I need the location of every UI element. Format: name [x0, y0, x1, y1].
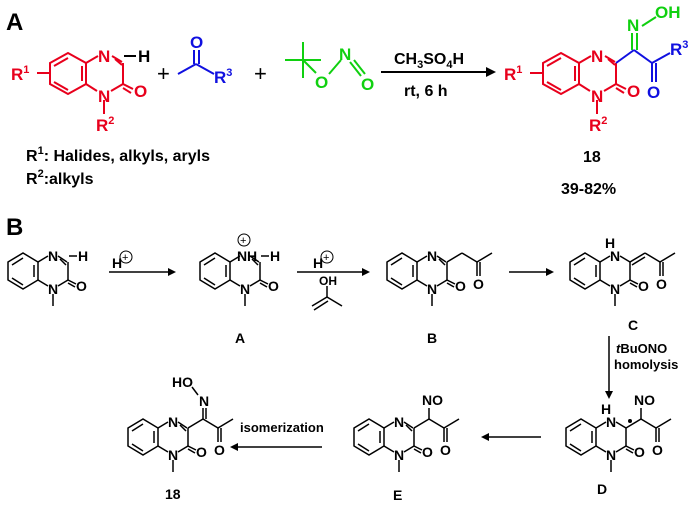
start-atom-n-bottom: N [48, 281, 58, 297]
reagent-text: CH3SO4H [394, 51, 464, 71]
substituent-r3: R3 [214, 67, 232, 87]
panel-b-label: B [6, 214, 23, 241]
arrow1-charge: + [122, 252, 128, 264]
int-b-atom-o: O [455, 278, 466, 294]
product-atom-o: O [627, 82, 640, 101]
int-b-label: B [427, 330, 437, 346]
int-e-atom-n-top: N [394, 414, 404, 430]
product-atom-n-top: N [591, 47, 603, 66]
product-atom-o-b: O [196, 444, 207, 460]
int-d-atom-o: O [634, 444, 645, 460]
product-ketone-oxygen: O [647, 83, 660, 102]
product-substituent-r2: R2 [589, 115, 607, 135]
start-atom-n-top: N [48, 248, 58, 264]
product-substituent-r1: R1 [504, 64, 522, 84]
int-c-atom-o: O [638, 278, 649, 294]
int-d-atom-n-top: N [606, 414, 616, 430]
nitrite-nitrogen: N [339, 45, 351, 64]
intermediate-e-structure [353, 408, 460, 472]
int-b-atom-n-top: N [427, 248, 437, 264]
enol-structure [311, 286, 343, 311]
int-a-atom-h: H [270, 248, 280, 264]
start-atom-o: O [76, 278, 87, 294]
int-d-atom-n-bottom: N [606, 447, 616, 463]
arrow2-charge: + [323, 252, 329, 264]
oxime-nitrogen: N [627, 16, 639, 35]
product-label-18: 18 [165, 486, 181, 502]
oxime-hydroxyl: OH [655, 3, 681, 22]
int-b-atom-o-ketone: O [473, 276, 484, 292]
int-a-atom-n-bottom: N [240, 281, 250, 297]
arrow4-process: homolysis [614, 357, 678, 372]
conditions-text: rt, 6 h [404, 83, 448, 100]
int-a-charge: + [240, 235, 246, 247]
arrow4-reagent: tBuONO [616, 341, 667, 356]
atom-h: H [138, 47, 150, 66]
int-b-atom-n-bottom: N [427, 281, 437, 297]
panel-a-label: A [6, 9, 23, 36]
arrow1-reagent: H [112, 255, 122, 271]
reactant-ketone [177, 50, 215, 75]
int-c-atom-o-ketone: O [656, 276, 667, 292]
atom-n-bottom: N [98, 87, 110, 106]
plus-sign-1: + [157, 61, 170, 86]
intermediate-d-structure [565, 408, 672, 472]
int-c-atom-n-bottom: N [610, 281, 620, 297]
product-atom-n-bottom: N [591, 87, 603, 106]
product-18-structure [530, 16, 671, 114]
int-c-atom-n-top: N [610, 248, 620, 264]
int-a-atom-o: O [268, 278, 279, 294]
intermediate-a-structure [199, 252, 269, 306]
intermediate-b-structure [386, 252, 493, 306]
reactant-quinoxalinone [37, 51, 134, 114]
plus-sign-2: + [254, 61, 267, 86]
int-c-label: C [628, 317, 638, 333]
product-atom-n-top-b: N [168, 414, 178, 430]
int-e-atom-n-bottom: N [394, 447, 404, 463]
product-substituent-r3: R3 [670, 39, 688, 59]
intermediate-c-structure [569, 252, 676, 306]
atom-o: O [134, 82, 147, 101]
product-oxime-ho-b: HO [172, 374, 193, 390]
product-oxime-n-b: N [199, 393, 209, 409]
start-quinoxalinone [7, 252, 77, 306]
arrow6-process: isomerization [240, 420, 324, 435]
product-atom-n-bottom-b: N [168, 447, 178, 463]
int-e-atom-o-ketone: O [440, 442, 451, 458]
arrow2-reagent: H [313, 255, 323, 271]
product-18-final-structure [127, 386, 234, 472]
int-d-label: D [597, 481, 607, 497]
ketone-oxygen: O [190, 33, 203, 52]
nitrite-oxygen-2: O [361, 75, 374, 94]
yield-range: 39-82% [561, 181, 616, 198]
int-a-label: A [235, 330, 245, 346]
footnote-r1: R1: Halides, alkyls, aryls [26, 145, 210, 165]
int-d-atom-h: H [601, 401, 611, 417]
atom-n-top: N [98, 47, 110, 66]
int-e-atom-o: O [422, 444, 433, 460]
substituent-r1: R1 [11, 64, 29, 84]
int-e-nitroso: NO [422, 392, 443, 408]
product-atom-o-ketone-b: O [214, 442, 225, 458]
int-c-atom-h: H [605, 235, 615, 251]
int-d-atom-o-ketone: O [652, 442, 663, 458]
int-e-label: E [393, 487, 402, 503]
reactant-tert-butyl-nitrite [285, 42, 366, 78]
footnote-r2: R2:alkyls [26, 168, 94, 188]
compound-number-18: 18 [583, 149, 601, 166]
enol-oh: OH [319, 274, 337, 288]
int-a-atom-h-on-n: H [247, 248, 257, 264]
start-atom-h: H [78, 248, 88, 264]
radical-dot [628, 419, 632, 423]
int-d-nitroso: NO [634, 392, 655, 408]
nitrite-oxygen-1: O [315, 73, 328, 92]
substituent-r2: R2 [96, 115, 114, 135]
int-a-atom-n-top: N [237, 248, 247, 264]
